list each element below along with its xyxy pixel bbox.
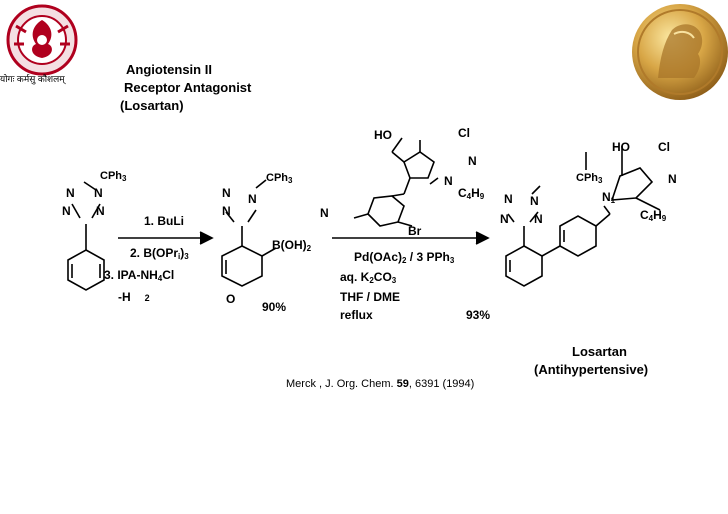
- step1-reagent-2: 2. B(OPri)3: [130, 246, 189, 261]
- product-name: Losartan: [572, 344, 627, 359]
- tetrazole-n-2a: N: [222, 186, 231, 200]
- oxygen-label: O: [226, 292, 236, 306]
- product-tetrazole-n-a: N: [504, 192, 513, 206]
- step2-reagent-2: aq. K2CO3: [340, 270, 397, 285]
- step1-reagent-3: 3. IPA-NH4Cl: [104, 268, 175, 283]
- cph3-label-1: CPh3: [100, 170, 127, 183]
- cph3-label-2: CPh3: [266, 172, 293, 185]
- product-tetrazole-n-b: N: [530, 194, 539, 208]
- reagent-n-label-1: N: [468, 154, 477, 168]
- tetrazole-n-2c: N: [222, 204, 231, 218]
- product-n1-label: N1: [602, 190, 616, 205]
- tetrazole-n-1a: N: [66, 186, 75, 200]
- heading-line1: Angiotensin II: [126, 62, 212, 77]
- tetrazole-n-2b: N: [248, 192, 257, 206]
- product-tetrazole-n-d: N: [534, 212, 543, 226]
- step1-reagent-1: 1. BuLi: [144, 214, 185, 228]
- heading-line2: Receptor Antagonist: [124, 80, 252, 95]
- product-ho-label: HO: [612, 140, 630, 154]
- citation: Merck , J. Org. Chem. 59, 6391 (1994): [286, 378, 475, 390]
- reagent-cl-label: Cl: [458, 126, 470, 140]
- product-butyl-label: C4H9: [640, 208, 667, 223]
- product-tetrazole-n-c: N: [500, 212, 509, 226]
- step2-reagent-1: Pd(OAc)2 / 3 PPh3: [354, 250, 455, 265]
- university-motto: योगः कर्मसु कौशलम्: [0, 74, 65, 84]
- product-cph3-label: CPh3: [576, 172, 603, 185]
- tetrazole-n-1c: N: [62, 204, 71, 218]
- heading-line3: (Losartan): [120, 98, 184, 113]
- tetrazole-n-1b: N: [94, 186, 103, 200]
- step2-yield: 93%: [466, 308, 491, 322]
- product-use: (Antihypertensive): [534, 362, 649, 377]
- product-n-label-1: N: [668, 172, 677, 186]
- bromine-label: Br: [408, 224, 422, 238]
- reagent-ho-label: HO: [374, 128, 392, 142]
- university-logo: [2, 2, 82, 92]
- step1-yield: 90%: [262, 300, 287, 314]
- reagent-butyl-label: C4H9: [458, 186, 485, 201]
- nobel-medal-image: [628, 0, 728, 108]
- reagent-n-label-2: N: [444, 174, 453, 188]
- boronic-acid-label: B(OH)2: [272, 238, 312, 253]
- tetrazole-n-1d: N: [96, 204, 105, 218]
- product-cl-label: Cl: [658, 140, 670, 154]
- reagent-n-label-3: N: [320, 206, 329, 220]
- step2-reagent-4: reflux: [340, 308, 373, 322]
- step2-reagent-3: THF / DME: [340, 290, 400, 304]
